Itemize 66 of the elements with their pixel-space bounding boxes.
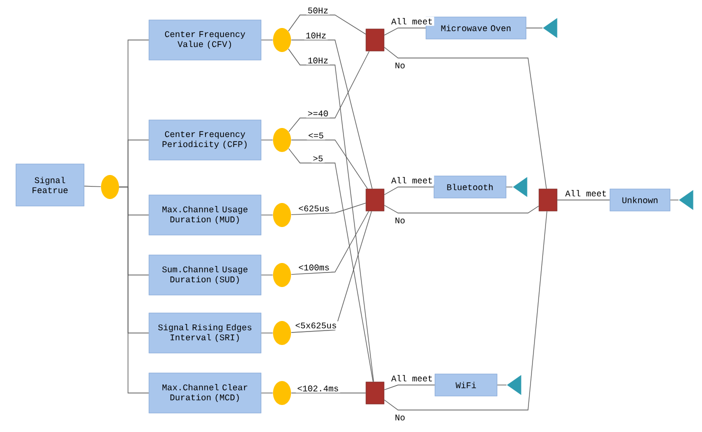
connector-line [288, 48, 374, 382]
edge-label: All meet [390, 16, 434, 26]
decision-square [366, 188, 384, 212]
edge-label: No [393, 413, 407, 422]
edge-label: <102.4ms [296, 384, 340, 393]
edge-label: <100ms [297, 263, 331, 272]
connector-line [384, 384, 436, 390]
connector-line [290, 40, 373, 190]
connector-line [290, 392, 366, 394]
connector-line [384, 186, 434, 196]
connector-line [288, 50, 370, 132]
connector-line [384, 210, 548, 410]
connector-line [506, 186, 513, 188]
connector-line [260, 392, 274, 394]
connector-line [260, 274, 274, 276]
connector-line [384, 28, 426, 36]
junction-circle [273, 28, 291, 52]
decision-square [366, 28, 384, 52]
decision-square [538, 188, 558, 212]
output-triangle [506, 375, 522, 395]
connector-line [288, 14, 366, 35]
label-box: Center Frequency Value (CFV) [148, 20, 262, 60]
edge-label: >5 [311, 154, 325, 163]
edge-label: 10Hz [304, 31, 328, 40]
edge-label: <=5 [306, 131, 326, 140]
label-box: Unknown [610, 188, 670, 212]
output-triangle [542, 18, 558, 38]
connector-line [290, 202, 366, 215]
connector-line [290, 140, 368, 190]
edge-label: 50Hz [306, 6, 330, 15]
edge-label: No [393, 216, 407, 225]
junction-circle [273, 203, 291, 227]
connector-line [384, 46, 547, 190]
junction-circle [273, 263, 291, 287]
edge-label: <625us [297, 204, 331, 213]
output-triangle [512, 177, 528, 197]
output-triangle [678, 190, 694, 210]
edge-label: No [393, 61, 407, 70]
label-box: Bluetooth [434, 176, 506, 198]
label-box: Max.Channel Clear Duration (MCD) [148, 372, 262, 414]
connector-line [496, 384, 507, 386]
edge-label: All meet [390, 176, 434, 185]
junction-circle [273, 381, 291, 405]
label-box: Max.Channel Usage Duration (MUD) [148, 194, 262, 236]
edge-label: All meet [564, 188, 608, 198]
connector-line [260, 214, 274, 216]
label-box: Center Frequency Periodicity (CFP) [148, 120, 262, 160]
connector-line [384, 204, 540, 214]
connector-line [118, 186, 150, 394]
connector-line [84, 186, 102, 188]
edge-label: All meet [390, 374, 434, 383]
edge-label: >=40 [306, 109, 330, 118]
edge-label: 10Hz [306, 56, 330, 65]
decision-square [366, 382, 384, 404]
label-box: Signal Rising Edges Interval (SRI) [148, 312, 262, 354]
label-box: Sum.Channel Usage Duration (SUD) [148, 254, 262, 296]
connector-line [288, 148, 374, 382]
label-box: Signal Featrue [16, 164, 84, 206]
junction-circle [101, 175, 119, 199]
connector-line [290, 210, 370, 275]
connector-line [290, 210, 372, 333]
junction-circle [273, 321, 291, 345]
label-box: WiFi [434, 374, 498, 396]
connector-line [260, 332, 274, 334]
edge-label: <5x625us [294, 321, 338, 330]
junction-circle [273, 128, 291, 152]
